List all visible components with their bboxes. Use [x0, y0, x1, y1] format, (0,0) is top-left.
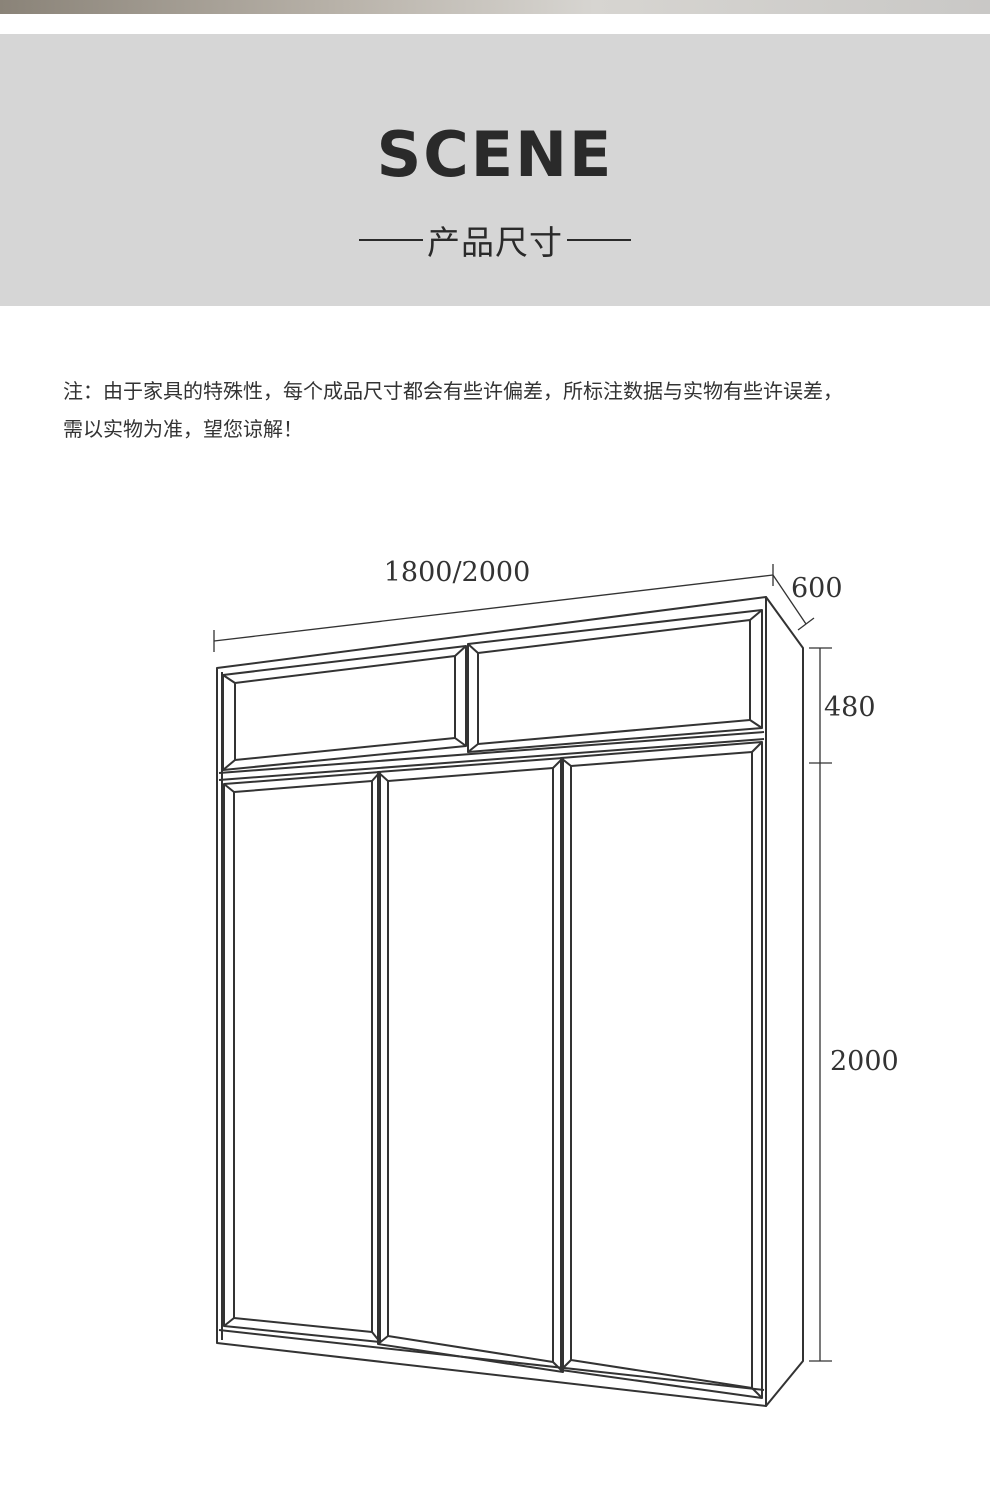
- section-title: SCENE: [376, 118, 614, 191]
- disclaimer-line-2: 需以实物为准，望您谅解！: [63, 417, 303, 441]
- top-cabinet-door-left: [222, 645, 467, 771]
- wardrobe-dimension-drawing: 1800/2000 600 480 2000: [213, 557, 899, 1407]
- body-height-label: 2000: [830, 1046, 899, 1077]
- subtitle-rule-right: [567, 239, 631, 241]
- disclaimer-line-1: 注：由于家具的特殊性，每个成品尺寸都会有些许偏差，所标注数据与实物有些许误差，: [63, 379, 843, 403]
- top-height-label: 480: [824, 692, 876, 723]
- section-banner: [0, 34, 990, 306]
- depth-dimension-line: [772, 574, 815, 631]
- size-disclaimer: 注：由于家具的特殊性，每个成品尺寸都会有些许偏差，所标注数据与实物有些许误差， …: [63, 372, 953, 448]
- top-photo-strip: [0, 0, 990, 14]
- sliding-door-middle: [377, 757, 564, 1373]
- depth-label: 600: [791, 573, 843, 604]
- subtitle-rule-left: [359, 239, 423, 241]
- width-label: 1800/2000: [384, 557, 531, 588]
- sliding-door-left: [223, 771, 381, 1343]
- height-dimension-line: [809, 647, 832, 1362]
- sliding-door-right: [560, 741, 763, 1399]
- section-subtitle: 产品尺寸: [427, 223, 563, 262]
- section-subtitle-row: 产品尺寸: [0, 218, 990, 262]
- wardrobe-carcass: [216, 596, 804, 1407]
- top-cabinet-door-right: [467, 609, 763, 753]
